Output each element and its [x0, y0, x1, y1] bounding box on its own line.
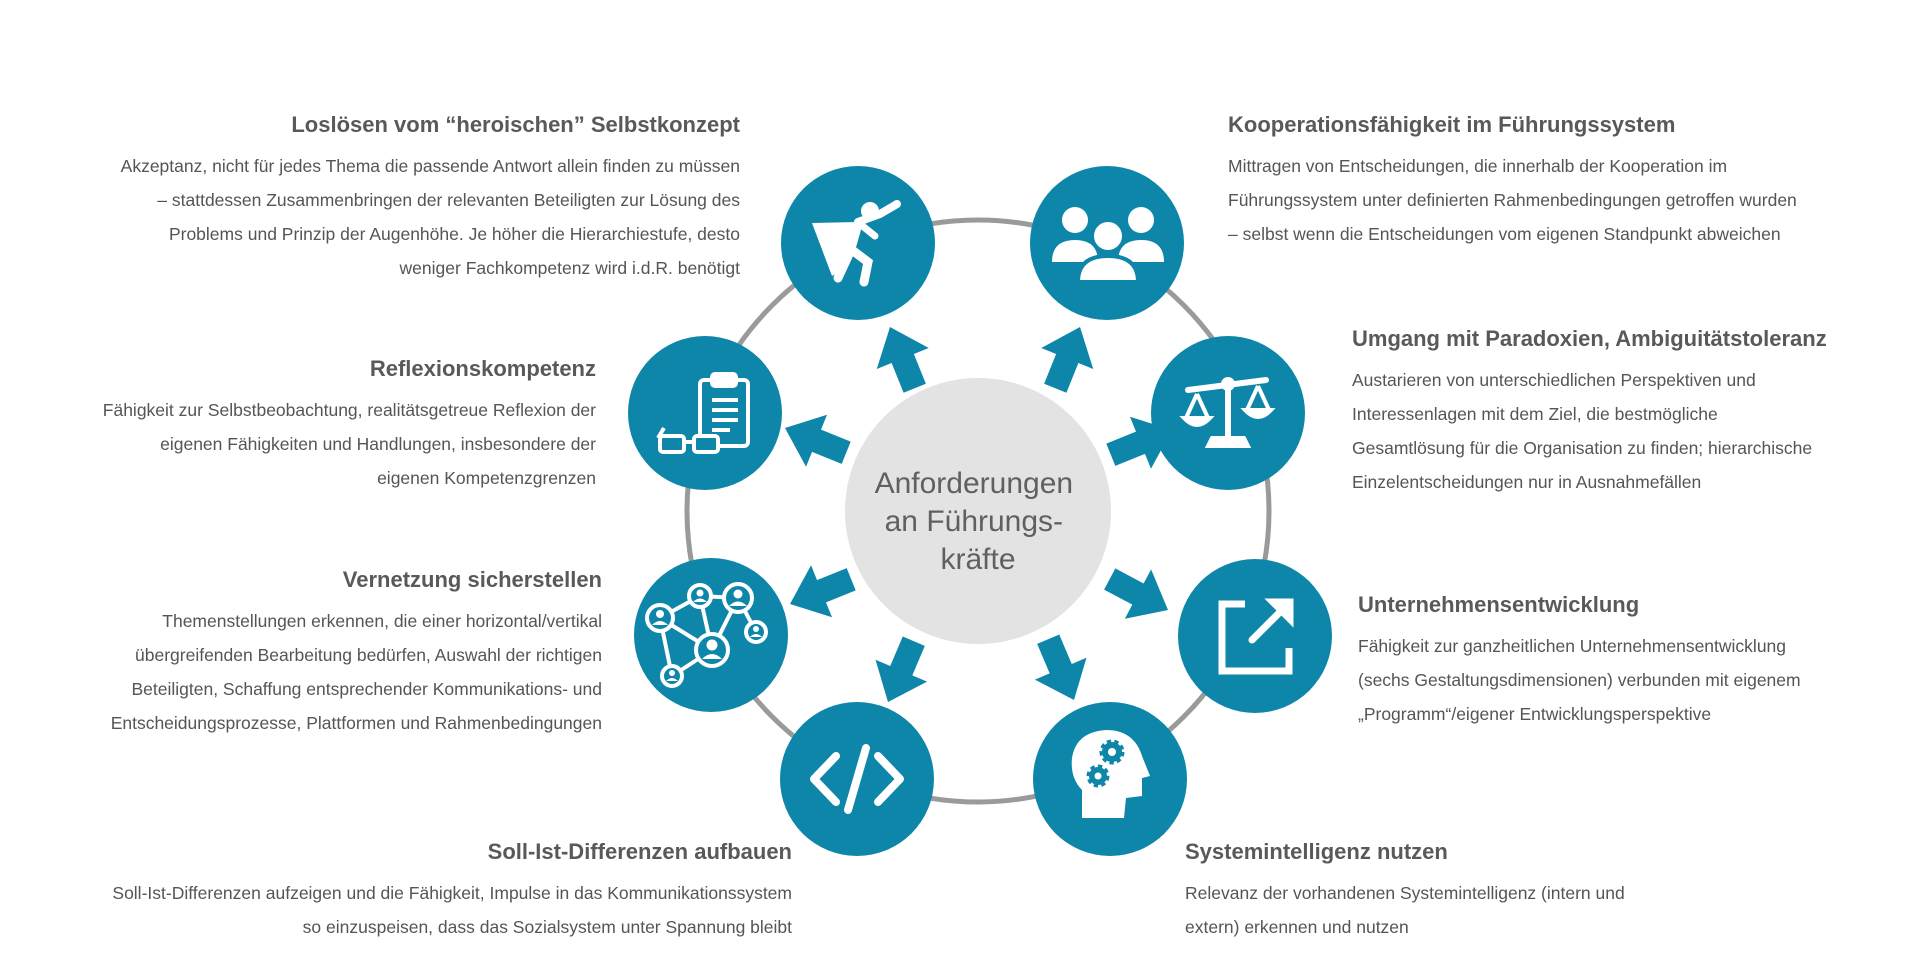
arrow-bottom-right: [1022, 628, 1100, 711]
requirement-line: weniger Fachkompetenz wird i.d.R. benöti…: [399, 258, 740, 278]
requirement-paradoxien: Umgang mit Paradoxien, Ambiguitätstolera…: [1352, 325, 1892, 499]
requirement-line: – selbst wenn die Entscheidungen vom eig…: [1228, 224, 1781, 244]
requirement-line: Fähigkeit zur ganzheitlichen Unternehmen…: [1358, 636, 1787, 656]
superhero-icon: [812, 200, 901, 287]
requirement-kooperation: Kooperationsfähigkeit im Führungssystem …: [1228, 111, 1868, 251]
node-sollist: [780, 702, 934, 856]
requirement-line: Interessenlagen mit dem Ziel, die bestmö…: [1352, 404, 1718, 424]
center-circle: [845, 378, 1111, 644]
requirement-line: „Programm“/eigener Entwicklungsperspekti…: [1358, 704, 1712, 724]
requirement-line: extern) erkennen und nutzen: [1185, 917, 1409, 937]
node-unternehmen: [1178, 559, 1332, 713]
requirement-line: Fähigkeit zur Selbstbeobachtung, realitä…: [102, 400, 596, 420]
requirement-line: Themenstellungen erkennen, die einer hor…: [162, 611, 602, 631]
arrow-right-lower: [1096, 554, 1182, 635]
outer-ring: [684, 217, 1272, 805]
network-icon: [645, 582, 768, 688]
requirement-line: Gesamtlösung für die Organisation zu fin…: [1352, 438, 1813, 458]
requirement-line: Einzelentscheidungen nur in Ausnahmefäll…: [1352, 472, 1702, 492]
requirement-title: Soll-Ist-Differenzen aufbauen: [487, 839, 792, 864]
arrow-top-left: [864, 316, 941, 399]
requirement-title: Kooperationsfähigkeit im Führungssystem: [1228, 112, 1676, 137]
arrow-left-lower: [779, 553, 862, 630]
requirement-line: Entscheidungsprozesse, Plattformen und R…: [110, 713, 602, 733]
requirement-line: Beteiligten, Schaffung entsprechender Ko…: [131, 679, 602, 699]
requirement-line: Austarieren von unterschiedlichen Perspe…: [1352, 370, 1756, 390]
requirement-title: Reflexionskompetenz: [369, 356, 596, 381]
code-icon: [810, 744, 904, 814]
arrow-top-right: [1029, 316, 1106, 399]
clipboard-glasses-icon: [656, 372, 750, 454]
requirement-title: Loslösen vom “heroischen” Selbstkonzept: [291, 112, 740, 137]
requirement-line: Soll-Ist-Differenzen aufzeigen und die F…: [112, 883, 792, 903]
requirement-systemintel: Systemintelligenz nutzen Relevanz der vo…: [1185, 838, 1705, 944]
requirement-line: – stattdessen Zusammenbringen der releva…: [157, 190, 740, 210]
requirement-line: eigenen Fähigkeiten und Handlungen, insb…: [160, 434, 596, 454]
node-losloesen: [781, 166, 935, 320]
requirement-line: übergreifenden Bearbeitung bedürfen, Aus…: [135, 645, 602, 665]
requirement-vernetzung: Vernetzung sicherstellen Themenstellunge…: [40, 566, 602, 740]
requirement-title: Vernetzung sicherstellen: [342, 567, 602, 592]
external-link-icon: [1218, 598, 1294, 675]
requirement-title: Systemintelligenz nutzen: [1185, 839, 1448, 864]
node-kooperation: [1030, 166, 1184, 320]
requirement-line: Mittragen von Entscheidungen, die innerh…: [1228, 156, 1728, 176]
node-vernetzung: [634, 558, 788, 712]
requirement-reflexion: Reflexionskompetenz Fähigkeit zur Selbst…: [40, 355, 596, 495]
center-label: Anforderungen an Führungs- kräfte: [875, 467, 1082, 576]
requirement-title: Umgang mit Paradoxien, Ambiguitätstolera…: [1352, 326, 1827, 351]
requirement-line: Akzeptanz, nicht für jedes Thema die pas…: [120, 156, 740, 176]
scales-icon: [1179, 377, 1276, 448]
head-gears-icon: [1071, 730, 1150, 818]
arrow-bottom-left: [862, 630, 940, 713]
requirement-line: Problems und Prinzip der Augenhöhe. Je h…: [168, 224, 740, 244]
requirement-line: Führungssystem unter definierten Rahmenb…: [1228, 190, 1797, 210]
requirement-line: so einzuspeisen, dass das Sozialsystem u…: [302, 917, 792, 937]
requirement-line: (sechs Gestaltungsdimensionen) verbunden…: [1358, 670, 1801, 690]
requirement-sollist: Soll-Ist-Differenzen aufbauen Soll-Ist-D…: [40, 838, 792, 944]
requirement-losloesen: Loslösen vom “heroischen” Selbstkonzept …: [60, 111, 740, 285]
group-icon: [1052, 207, 1164, 284]
requirement-title: Unternehmensentwicklung: [1358, 592, 1640, 617]
arrow-left-upper: [774, 402, 857, 479]
requirement-line: eigenen Kompetenzgrenzen: [377, 468, 596, 488]
requirement-unternehmen: Unternehmensentwicklung Fähigkeit zur ga…: [1358, 591, 1878, 731]
node-paradoxien: [1151, 336, 1305, 490]
requirement-line: Relevanz der vorhandenen Systemintellige…: [1185, 883, 1625, 903]
node-reflexion: [628, 336, 782, 490]
node-systemintel: [1033, 702, 1187, 856]
